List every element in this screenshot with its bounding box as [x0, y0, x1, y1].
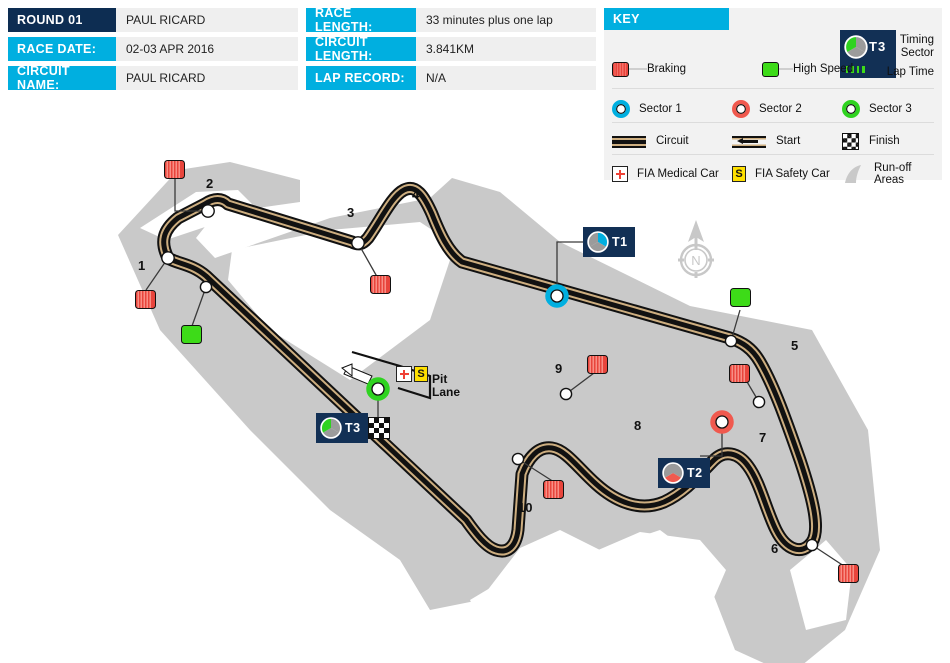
key-legend-panel: KEY T3 Timing Sector Lap Time [604, 8, 942, 186]
high-speed-marker-left [181, 325, 202, 344]
turn-number-7: 7 [759, 430, 767, 445]
fia-safety-car-icon: S [732, 166, 746, 182]
braking-marker-t7 [729, 364, 750, 383]
turn-number-2: 2 [206, 176, 214, 191]
key-label-circuit: Circuit [656, 135, 689, 148]
turn-number-4: 4 [412, 187, 420, 202]
info-row-circuit-name: CIRCUIT NAME: PAUL RICARD [8, 64, 298, 92]
lap-time-dashes-icon [846, 65, 890, 73]
turn-number-1: 1 [138, 258, 146, 273]
key-label-sector-3: Sector 3 [869, 102, 912, 115]
key-label-sector-2: Sector 2 [759, 102, 802, 115]
info-value-circuit-length: 3.841KM [416, 37, 596, 61]
circuit-map [118, 162, 880, 663]
info-label-lap-record: LAP RECORD: [306, 66, 416, 90]
track-path [157, 182, 823, 558]
start-arrow-on-track [341, 363, 373, 385]
braking-marker-t3 [370, 275, 391, 294]
braking-marker-t2-outer [164, 160, 185, 179]
circuit-swatch-icon [612, 135, 646, 148]
info-value-circuit-name: PAUL RICARD [116, 66, 298, 90]
info-row-lap-record: LAP RECORD: N/A [306, 66, 596, 90]
svg-text:N: N [691, 253, 700, 268]
turn-number-6: 6 [771, 541, 779, 556]
run-off-areas [118, 162, 880, 663]
info-label-circuit-name: CIRCUIT NAME: [8, 64, 116, 92]
timing-box-label: T3 [869, 39, 887, 54]
lap-time-caption: Lap Time [886, 66, 934, 78]
info-label-round: ROUND 01 [8, 8, 116, 32]
race-info-right-table: RACE LENGTH: 33 minutes plus one lap CIR… [306, 6, 596, 95]
key-label-high-speed: High Speed [793, 62, 854, 75]
sector-1-label: T1 [612, 235, 628, 249]
finish-flag-icon [842, 133, 859, 150]
info-label-race-date: RACE DATE: [8, 37, 116, 61]
braking-chip-icon [612, 61, 629, 77]
key-row-cars: FIA Medical Car S FIA Safety Car Run-off… [612, 154, 934, 188]
info-row-race-date: RACE DATE: 02-03 APR 2016 [8, 37, 298, 61]
sector-1-pie-logo-icon [587, 231, 609, 253]
sector-1-dot-icon [612, 100, 630, 118]
turn-dots [161, 204, 819, 552]
key-label-safety-car: FIA Safety Car [755, 167, 830, 180]
braking-marker-t1 [135, 290, 156, 309]
turn-number-10: 10 [518, 500, 533, 515]
run-off-areas-icon [845, 165, 861, 183]
key-label-runoff: Run-off Areas [874, 161, 912, 186]
sector-2-label: T2 [687, 466, 703, 480]
sector-3-marker: T3 [316, 413, 368, 443]
key-row-markers: Braking High Speed [612, 56, 934, 82]
info-value-lap-record: N/A [416, 66, 596, 90]
timing-sector-box: T3 [840, 30, 896, 78]
key-row-track: Circuit Start Finish [612, 122, 934, 155]
sector-3-dot-icon [842, 100, 860, 118]
key-row-sectors: Sector 1 Sector 2 Sector 3 [612, 88, 934, 124]
race-info-left-table: ROUND 01 PAUL RICARD RACE DATE: 02-03 AP… [8, 8, 298, 95]
high-speed-chip-icon [762, 61, 779, 77]
fia-safety-car-marker-icon: S [414, 366, 428, 382]
sector-2-dot-icon [732, 100, 750, 118]
info-label-race-length: RACE LENGTH: [306, 6, 416, 34]
key-label-finish: Finish [869, 135, 900, 148]
info-row-race-length: RACE LENGTH: 33 minutes plus one lap [306, 6, 596, 34]
key-label-medical-car: FIA Medical Car [637, 167, 719, 180]
turn-number-8: 8 [634, 418, 642, 433]
info-label-circuit-length: CIRCUIT LENGTH: [306, 35, 416, 63]
finish-flag-marker-icon [368, 417, 390, 439]
fia-medical-car-marker-icon [396, 366, 412, 382]
key-label-sector-1: Sector 1 [639, 102, 682, 115]
turn-number-3: 3 [347, 205, 355, 220]
braking-marker-t10 [543, 480, 564, 499]
info-value-round: PAUL RICARD [116, 8, 298, 32]
compass-north-icon: N [678, 220, 714, 278]
sector-3-pie-logo-icon [320, 417, 342, 439]
turn-number-9: 9 [555, 361, 563, 376]
sector-2-marker: T2 [658, 458, 710, 488]
info-value-race-length: 33 minutes plus one lap [416, 8, 596, 32]
sector-1-marker: T1 [583, 227, 635, 257]
sector-pie-logo-icon [844, 35, 868, 59]
high-speed-marker-right [730, 288, 751, 307]
key-title: KEY [604, 8, 729, 30]
pit-lane-path [351, 350, 432, 400]
sector-2-pie-logo-icon [662, 462, 684, 484]
info-value-race-date: 02-03 APR 2016 [116, 37, 298, 61]
key-label-start: Start [776, 135, 801, 148]
sector-3-label: T3 [345, 421, 361, 435]
braking-marker-t6 [838, 564, 859, 583]
timing-sector-caption: Timing Sector [899, 34, 934, 60]
turn-number-5: 5 [791, 338, 799, 353]
sector-rings [366, 284, 734, 434]
info-row-circuit-length: CIRCUIT LENGTH: 3.841KM [306, 35, 596, 63]
start-arrow-icon [732, 135, 766, 148]
fia-medical-car-icon [612, 166, 628, 182]
pit-lane-label: Pit Lane [432, 372, 461, 399]
info-row-round: ROUND 01 PAUL RICARD [8, 8, 298, 32]
braking-marker-t9 [587, 355, 608, 374]
key-label-braking: Braking [647, 62, 686, 75]
